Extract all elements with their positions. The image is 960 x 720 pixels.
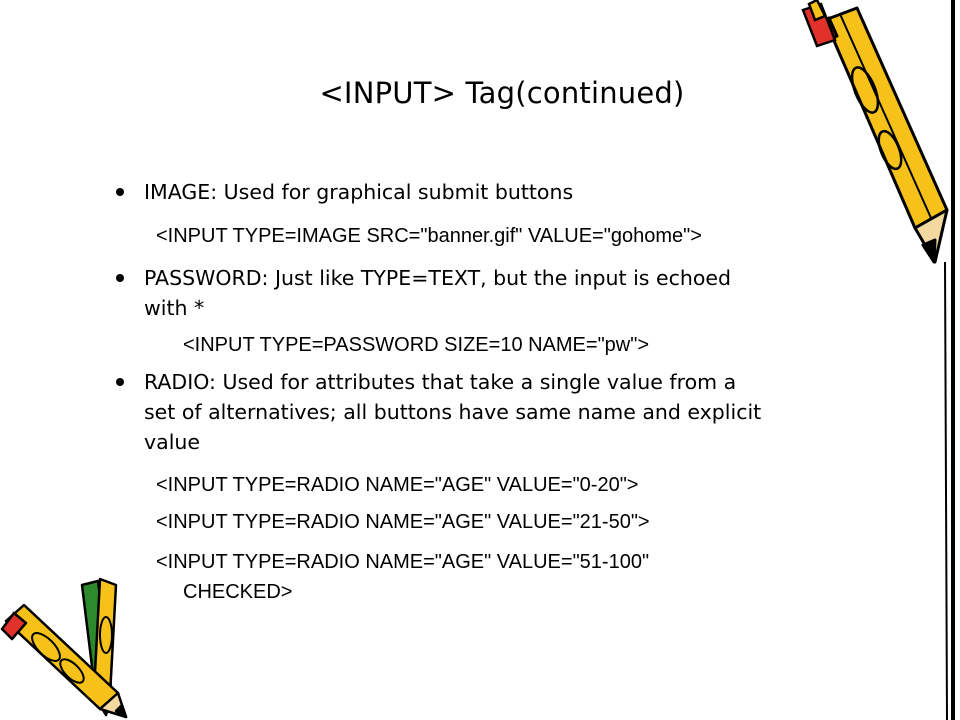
bullet-dot bbox=[116, 378, 124, 386]
bullet-password-text-line1: PASSWORD: Just like TYPE=TEXT, but the i… bbox=[144, 266, 732, 290]
bullet-radio-text-line3: value bbox=[144, 430, 200, 454]
bullet-radio-text-line2: set of alternatives; all buttons have sa… bbox=[144, 400, 762, 424]
code-radio-1: <INPUT TYPE=RADIO NAME="AGE" VALUE="0-20… bbox=[156, 474, 639, 496]
bullet-image-text: IMAGE: Used for graphical submit buttons bbox=[144, 180, 574, 204]
bullet-password-text-line2: with * bbox=[144, 296, 205, 320]
bullet-dot bbox=[116, 274, 124, 282]
code-radio-2: <INPUT TYPE=RADIO NAME="AGE" VALUE="21-5… bbox=[156, 511, 650, 533]
code-password-example: <INPUT TYPE=PASSWORD SIZE=10 NAME="pw"> bbox=[183, 334, 650, 356]
bullet-radio-text-line1: RADIO: Used for attributes that take a s… bbox=[144, 370, 737, 394]
code-image-example: <INPUT TYPE=IMAGE SRC="banner.gif" VALUE… bbox=[156, 225, 702, 247]
slide-title: <INPUT> Tag(continued) bbox=[319, 76, 685, 110]
pencil-icon bbox=[801, 0, 955, 720]
pencils-icon bbox=[0, 577, 128, 719]
code-radio-3-line1: <INPUT TYPE=RADIO NAME="AGE" VALUE="51-1… bbox=[156, 551, 650, 573]
bullet-dot bbox=[116, 188, 124, 196]
code-radio-3-line2: CHECKED> bbox=[183, 581, 293, 603]
